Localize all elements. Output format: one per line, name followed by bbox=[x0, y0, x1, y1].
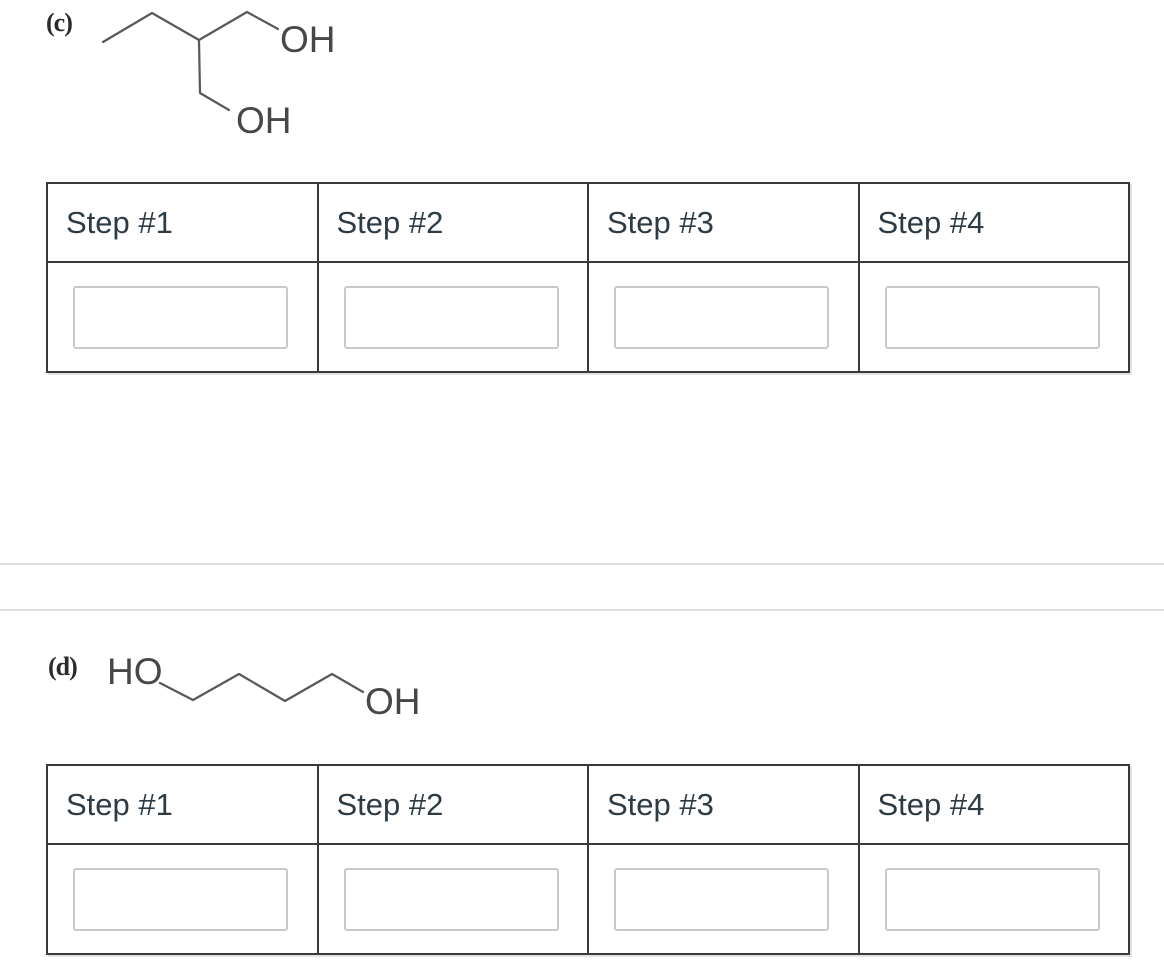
step-3-answer-input-c[interactable] bbox=[614, 285, 829, 349]
table-cell bbox=[587, 261, 860, 373]
step-2-header: Step #2 bbox=[316, 182, 589, 263]
hydroxyl-top-label: OH bbox=[280, 19, 336, 60]
hydroxyl-left-label: HO bbox=[107, 651, 163, 692]
table-cell bbox=[316, 843, 589, 955]
steps-table-d-header-row: Step #1 Step #2 Step #3 Step #4 bbox=[46, 764, 1130, 845]
steps-table-d: Step #1 Step #2 Step #3 Step #4 bbox=[46, 764, 1130, 955]
hydroxyl-bottom-label: OH bbox=[236, 100, 292, 141]
step-2-header: Step #2 bbox=[316, 764, 589, 845]
step-4-header: Step #4 bbox=[857, 182, 1130, 263]
step-1-answer-input-c[interactable] bbox=[73, 285, 288, 349]
step-1-header: Step #1 bbox=[46, 182, 319, 263]
step-4-answer-input-c[interactable] bbox=[884, 285, 1100, 349]
step-3-header: Step #3 bbox=[587, 182, 860, 263]
molecule-c-diol-structure: OH OH bbox=[101, 10, 336, 141]
table-cell bbox=[857, 843, 1130, 955]
bond-main-chain bbox=[101, 10, 280, 44]
steps-table-c: Step #1 Step #2 Step #3 Step #4 bbox=[46, 182, 1130, 373]
part-d-label: (d) bbox=[48, 652, 78, 681]
molecule-d-diol-structure: HO OH bbox=[107, 651, 421, 722]
section-divider-bottom bbox=[0, 609, 1164, 611]
step-2-answer-input-d[interactable] bbox=[343, 867, 559, 931]
step-2-answer-input-c[interactable] bbox=[343, 285, 559, 349]
steps-table-c-answer-row bbox=[46, 261, 1130, 373]
bond-branch-chain bbox=[197, 38, 231, 112]
hydroxyl-right-label: OH bbox=[365, 681, 421, 722]
steps-table-d-answer-row bbox=[46, 843, 1130, 955]
section-divider-top bbox=[0, 563, 1164, 565]
step-1-header: Step #1 bbox=[46, 764, 319, 845]
step-4-answer-input-d[interactable] bbox=[884, 867, 1100, 931]
step-1-answer-input-d[interactable] bbox=[73, 867, 288, 931]
steps-table-c-header-row: Step #1 Step #2 Step #3 Step #4 bbox=[46, 182, 1130, 263]
table-cell bbox=[316, 261, 589, 373]
bond-main-chain bbox=[158, 672, 365, 703]
table-cell bbox=[46, 261, 319, 373]
step-3-header: Step #3 bbox=[587, 764, 860, 845]
step-4-header: Step #4 bbox=[857, 764, 1130, 845]
step-3-answer-input-d[interactable] bbox=[614, 867, 829, 931]
table-cell bbox=[857, 261, 1130, 373]
part-c-label: (c) bbox=[46, 8, 73, 37]
table-cell bbox=[46, 843, 319, 955]
table-cell bbox=[587, 843, 860, 955]
